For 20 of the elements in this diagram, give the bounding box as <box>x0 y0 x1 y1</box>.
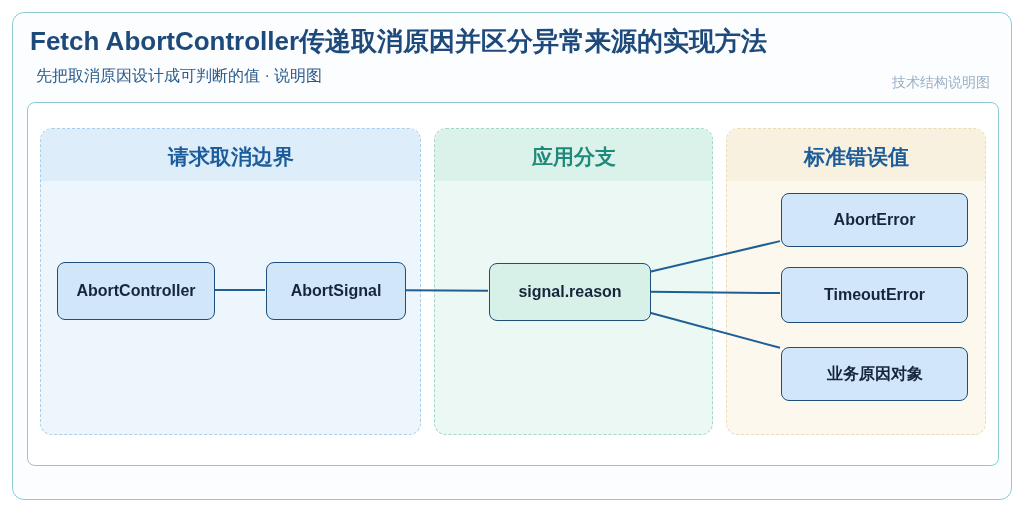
connector-line <box>404 289 489 292</box>
group-panel <box>434 128 713 435</box>
connector-line <box>649 240 781 273</box>
connector-line <box>213 289 266 291</box>
process-box: AbortSignal <box>266 262 406 320</box>
group-heading: 请求取消边界 <box>166 144 295 170</box>
diagram-type-note: 技术结构说明图 <box>892 73 990 92</box>
subtitle: 先把取消原因设计成可判断的值 · 说明图 <box>36 66 323 86</box>
group-panel <box>726 128 986 435</box>
group-panel <box>40 128 421 435</box>
connector-line <box>649 311 781 349</box>
title: Fetch AbortController传递取消原因并区分异常来源的实现方法 <box>30 25 768 58</box>
process-box: 业务原因对象 <box>781 347 968 401</box>
connector-line <box>649 290 781 295</box>
process-box: TimeoutError <box>781 267 968 323</box>
process-box: AbortController <box>57 262 215 320</box>
group-heading: 标准错误值 <box>802 144 910 170</box>
process-box: AbortError <box>781 193 968 247</box>
group-heading: 应用分支 <box>530 144 617 170</box>
process-box: signal.reason <box>489 263 651 321</box>
